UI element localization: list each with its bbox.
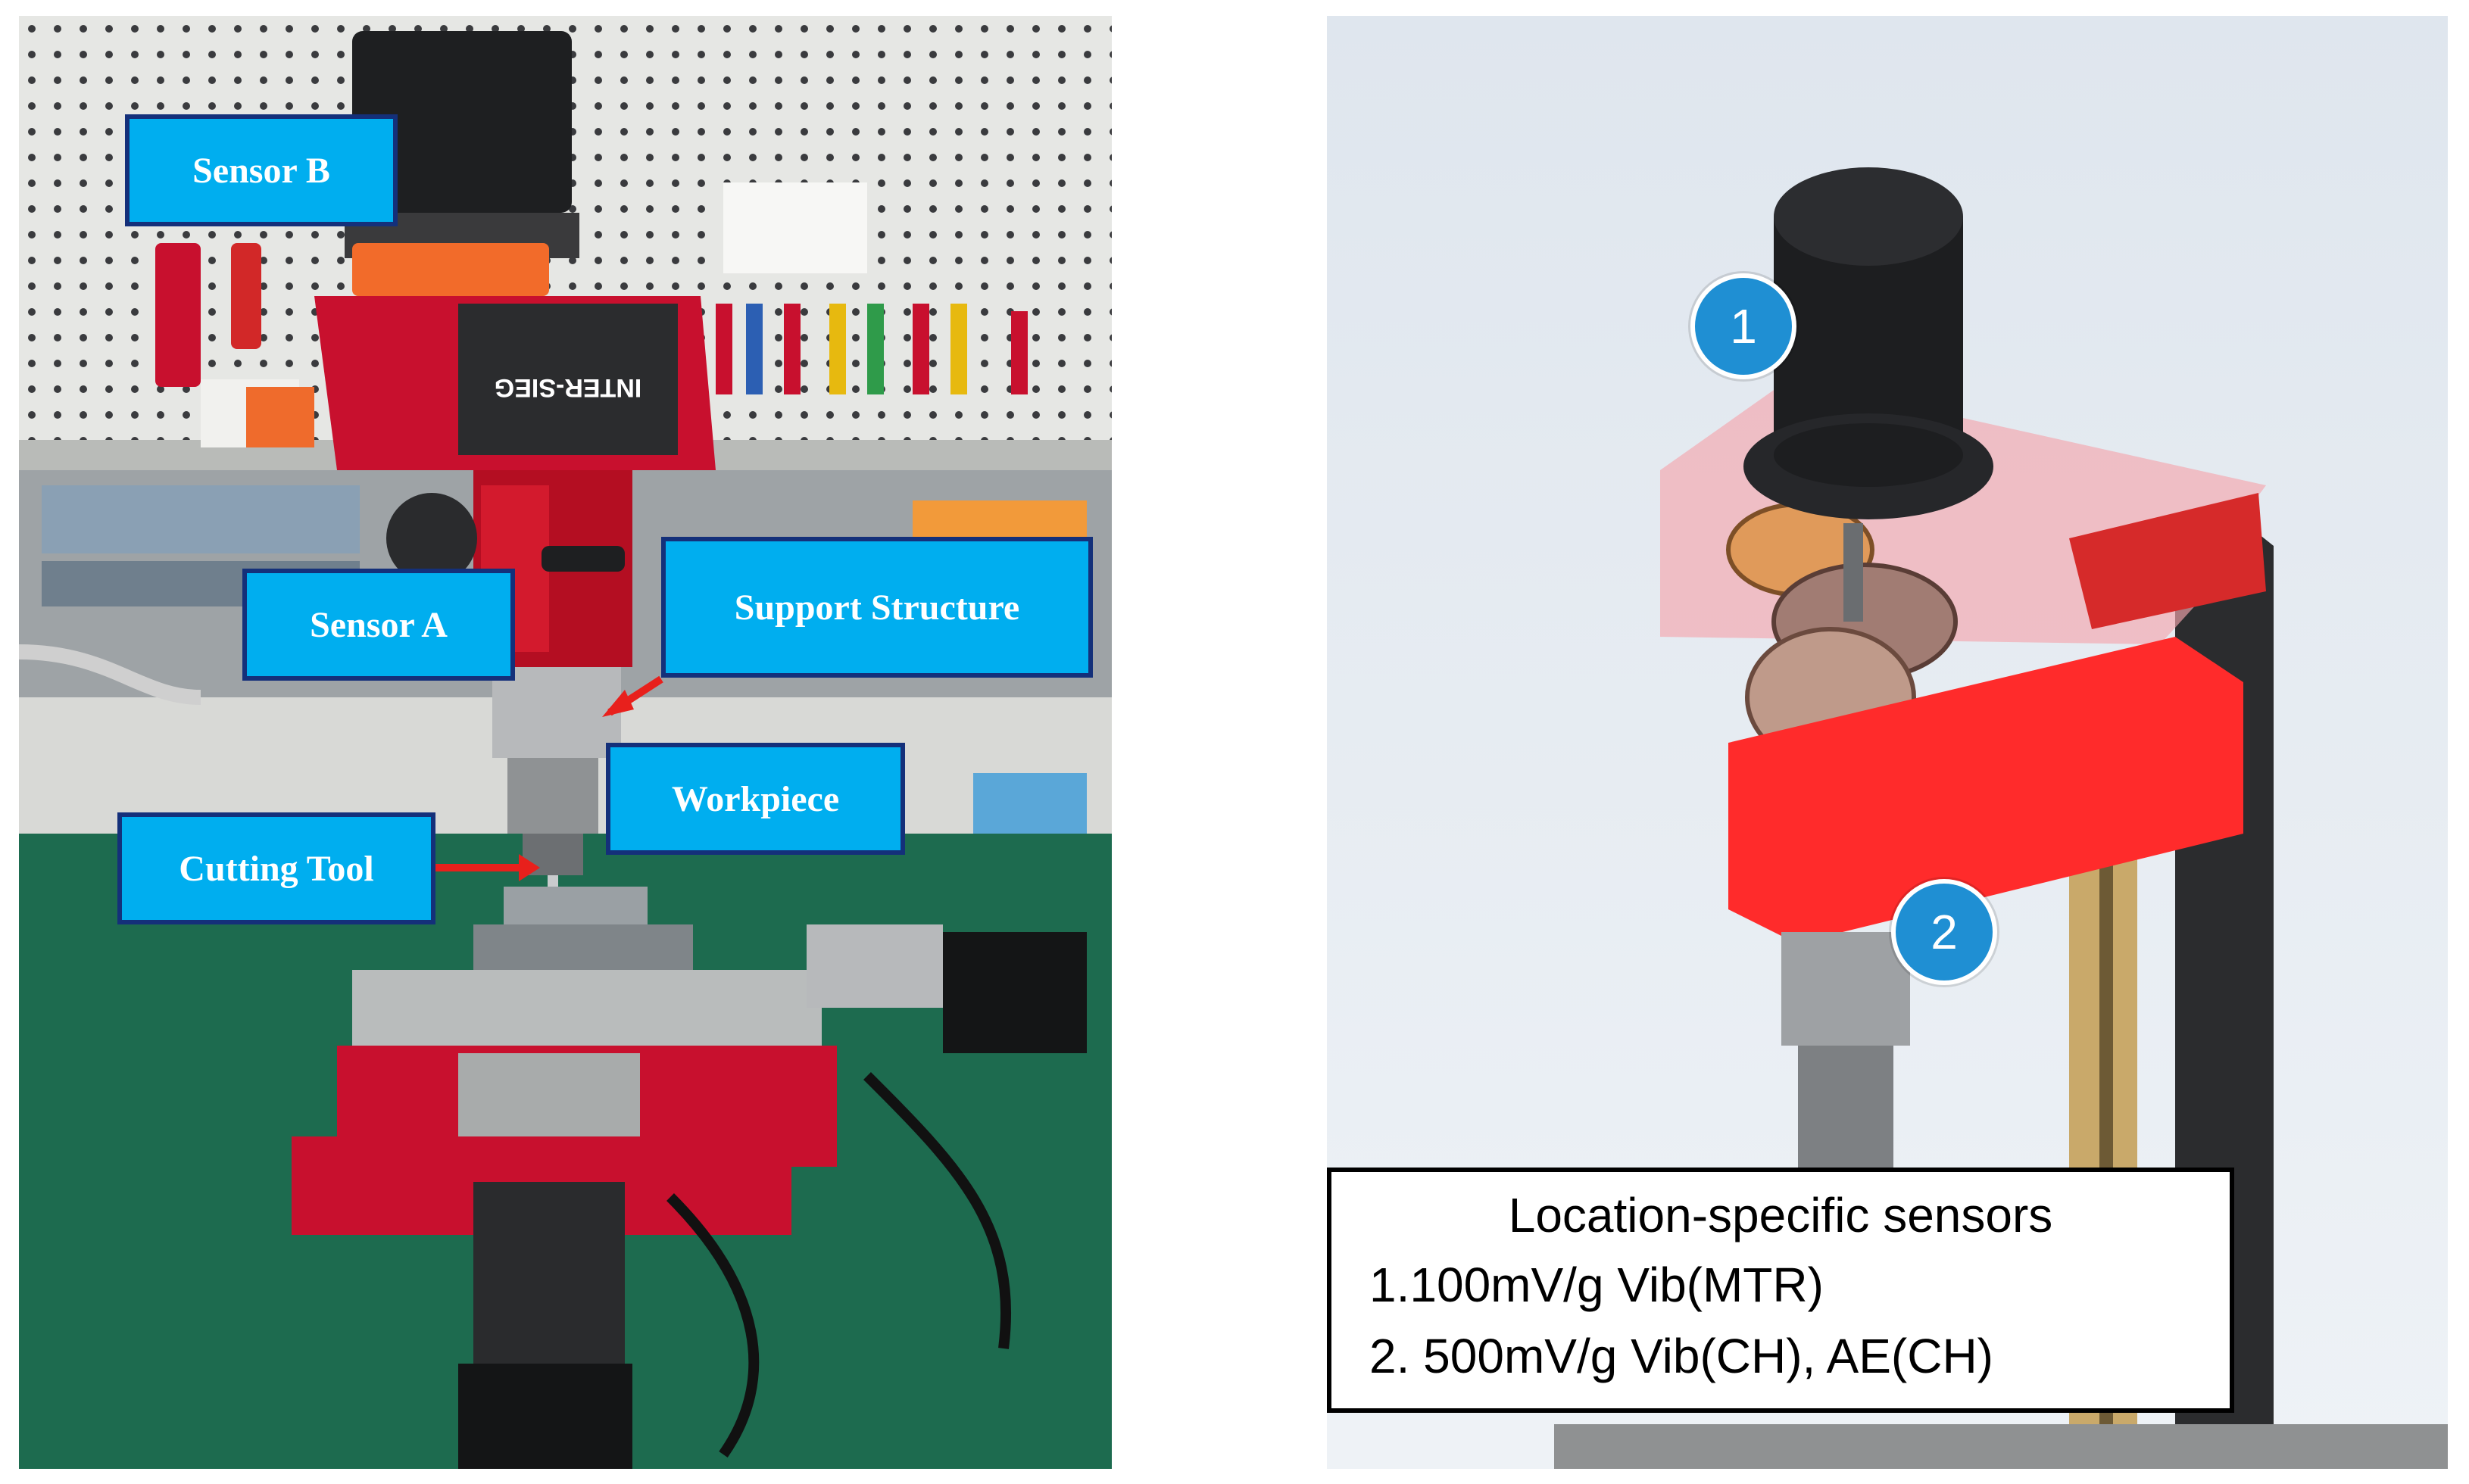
spindle-housing [492,667,621,758]
support-arrow-head [602,690,634,717]
machine-table [352,970,822,1053]
cutting-tool-arrow-head [519,854,540,881]
spindle-motor [352,31,572,213]
y-axis-motor [458,1364,632,1469]
chuck [1781,932,1910,1046]
x-axis-motor [943,932,1087,1053]
render-scene [1327,16,2448,1469]
callout-support-structure: Support Structure [661,537,1093,678]
base-table [1554,1424,2448,1469]
callout-workpiece: Workpiece [606,743,905,855]
callout-sensor-a: Sensor A [242,569,515,681]
sensor-marker-1: 1 [1690,273,1796,379]
hanging-tools [155,182,1028,447]
legend-item: 2. 500mV/g Vib(CH), AE(CH) [1369,1329,1993,1383]
machine-brand-label: INTER-SIEG [495,373,642,402]
callout-sensor-b: Sensor B [125,114,398,226]
legend-item: 1.100mV/g Vib(MTR) [1369,1258,1824,1312]
spindle-head [1728,637,2243,943]
callout-cutting-tool: Cutting Tool [117,812,435,924]
sensor-marker-2: 2 [1891,879,1997,985]
callout-arrows [434,675,663,881]
photo-scene: INTER-SIEG [19,16,1112,1469]
cad-render: 1 2 [1327,16,2448,1469]
sensor-legend: Location-specific sensors 1.100mV/g Vib(… [1327,1168,2234,1413]
legend-title: Location-specific sensors [1508,1188,2053,1242]
machine-photo: INTER-SIEG Senso [19,16,1112,1469]
